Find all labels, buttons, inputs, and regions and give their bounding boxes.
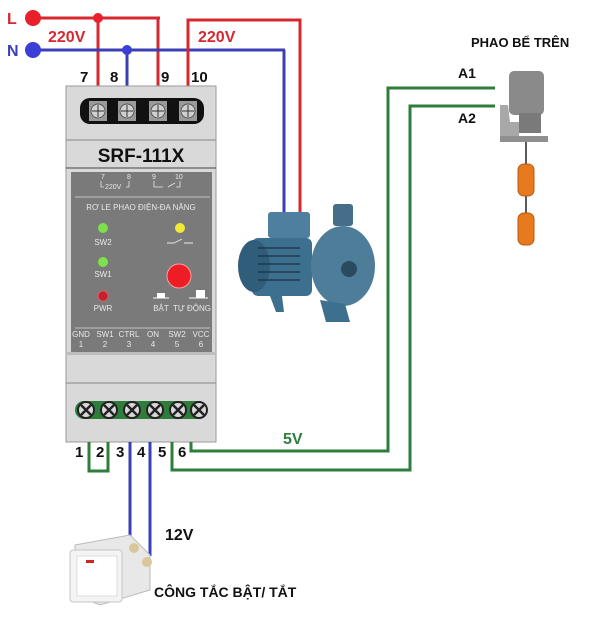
screw-3[interactable] — [123, 401, 141, 419]
top-terminal-block — [80, 98, 204, 124]
float-upper — [517, 163, 535, 197]
terminal-5-label: 5 — [158, 444, 166, 461]
neutral-terminal-dot — [25, 42, 41, 58]
terminal-10-label: 10 — [191, 69, 208, 86]
sw1-led-label: SW1 — [94, 270, 112, 279]
float-switch-title: PHAO BỂ TRÊN — [471, 35, 569, 50]
wall-switch-title: CÔNG TẮC BẬT/ TẮT — [154, 583, 297, 600]
bottom-screws — [77, 401, 208, 419]
pin-name-6: VCC — [193, 330, 210, 339]
pin-name-4: ON — [147, 330, 159, 339]
pin-num-4: 4 — [151, 340, 156, 349]
screw-9[interactable] — [149, 101, 167, 121]
five-volt-label: 5V — [283, 431, 303, 448]
screw-4[interactable] — [146, 401, 164, 419]
vcc-to-a1-wire — [189, 86, 495, 453]
pin-name-5: SW2 — [168, 330, 186, 339]
pwr-led-label: PWR — [94, 304, 113, 313]
panel-7: 7 — [101, 174, 105, 181]
red-button[interactable] — [166, 263, 192, 289]
screw-7[interactable] — [89, 101, 107, 121]
screw-6[interactable] — [190, 401, 208, 419]
pin-name-2: SW1 — [96, 330, 114, 339]
switch-indicator — [86, 560, 94, 563]
panel-10: 10 — [175, 174, 183, 181]
pin-name-1: GND — [72, 330, 90, 339]
auto-button-label: TỰ ĐỘNG — [173, 304, 211, 313]
bottom-pin-legend: GND SW1 CTRL ON SW2 VCC 1 2 3 4 5 6 — [72, 330, 210, 349]
terminal-1-label: 1 — [75, 444, 83, 461]
auto-button[interactable] — [189, 290, 208, 299]
neutral-label: N — [7, 43, 19, 60]
terminal-9-label: 9 — [161, 69, 169, 86]
contact-symbol — [153, 181, 181, 188]
terminal-8-label: 8 — [110, 69, 118, 86]
pin-num-3: 3 — [127, 340, 132, 349]
sw1-led — [98, 257, 108, 267]
terminal-4-label: 4 — [137, 444, 146, 461]
relay-status-led — [175, 223, 185, 233]
pin-num-5: 5 — [175, 340, 180, 349]
screw-10[interactable] — [179, 101, 197, 121]
sw2-led — [98, 223, 108, 233]
top-screws — [89, 101, 197, 121]
live-terminal-dot — [25, 10, 41, 26]
screw-1[interactable] — [77, 401, 95, 419]
sw2-to-a2-wire — [170, 104, 495, 472]
panel-title: RƠ LE PHAO ĐIỆN-ĐA NĂNG — [86, 203, 196, 212]
wall-switch[interactable] — [69, 534, 152, 606]
terminal10-to-pump-wire — [186, 18, 302, 212]
relay-contact-icon — [167, 238, 193, 244]
terminal-3-label: 3 — [116, 444, 124, 461]
on-button[interactable] — [153, 293, 169, 299]
float-switch — [500, 71, 548, 246]
terminal-7-label: 7 — [80, 69, 88, 86]
sw2-led-label: SW2 — [94, 238, 112, 247]
twelve-volt-label: 12V — [165, 527, 194, 544]
terminal-2-label: 2 — [96, 444, 104, 461]
pin-num-6: 6 — [199, 340, 204, 349]
neutral-junction-dot — [122, 45, 132, 55]
relay-module: SRF-111X 7 8 220V 9 10 RƠ LE PHAO ĐIỆN-Đ… — [65, 85, 217, 443]
pin-name-3: CTRL — [119, 330, 140, 339]
live-junction-dot — [93, 13, 103, 23]
screw-8[interactable] — [118, 101, 136, 121]
supply-wires — [25, 10, 302, 212]
a2-label: A2 — [458, 110, 476, 126]
voltage-left-label: 220V — [48, 29, 86, 46]
line-label: L — [7, 11, 17, 28]
voltage-right-label: 220V — [198, 29, 236, 46]
on-button-label: BẬT — [153, 304, 169, 313]
relay-model: SRF-111X — [98, 146, 185, 167]
screw-2[interactable] — [100, 401, 118, 419]
water-pump — [238, 204, 375, 322]
front-panel — [71, 172, 212, 352]
a1-label: A1 — [458, 65, 476, 81]
screw-5[interactable] — [169, 401, 187, 419]
panel-9: 9 — [152, 174, 156, 181]
terminal-6-label: 6 — [178, 444, 186, 461]
float-lower — [517, 212, 535, 246]
pin-num-1: 1 — [79, 340, 84, 349]
jumper-1-2-wire — [87, 442, 110, 473]
pwr-led — [97, 290, 109, 302]
pin-num-2: 2 — [103, 340, 108, 349]
panel-8: 8 — [127, 174, 131, 181]
panel-220v: 220V — [105, 184, 122, 191]
